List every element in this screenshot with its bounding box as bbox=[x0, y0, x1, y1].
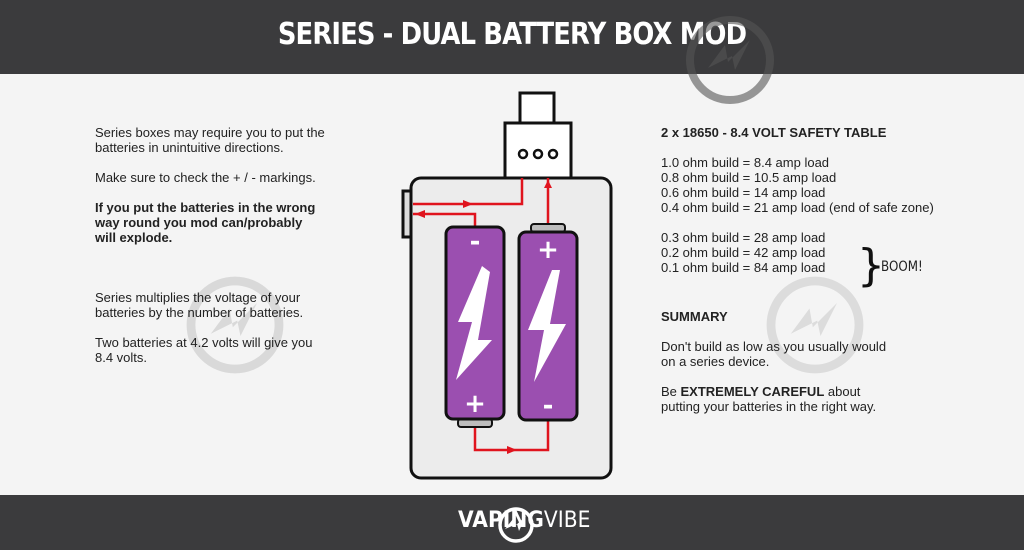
danger-rows: 0.3 ohm build = 28 amp load 0.2 ohm buil… bbox=[661, 230, 961, 275]
boom-label: BOOM! bbox=[881, 259, 923, 275]
page-title: SERIES - DUAL BATTERY BOX MOD bbox=[277, 17, 747, 52]
header-bar: SERIES - DUAL BATTERY BOX MOD bbox=[0, 0, 1024, 104]
wire-arrow-icon bbox=[544, 180, 552, 188]
battery-left-bottom-sign: + bbox=[464, 389, 486, 419]
summary-warning-post: about putting your batteries in the righ… bbox=[661, 384, 877, 414]
wire-arrow-icon bbox=[463, 200, 473, 208]
summary-title: SUMMARY bbox=[661, 309, 728, 324]
watermark-logo-icon bbox=[186, 276, 284, 374]
box-mod-diagram: - + + - bbox=[401, 91, 613, 480]
button-dot-icon bbox=[547, 148, 559, 160]
summary-text: Don't build as low as you usually would … bbox=[661, 339, 887, 369]
button-dot-icon bbox=[517, 148, 529, 160]
lightning-bolt-icon bbox=[528, 270, 566, 382]
battery-right-top-sign: + bbox=[537, 235, 559, 265]
wire-arrow-icon bbox=[415, 210, 425, 218]
connector-pin bbox=[518, 91, 556, 125]
safe-rows: 1.0 ohm build = 8.4 amp load 0.8 ohm bui… bbox=[661, 155, 961, 215]
table-row: 0.3 ohm build = 28 amp load bbox=[661, 230, 826, 245]
button-dot-icon bbox=[532, 148, 544, 160]
table-row: 0.4 ohm build = 21 amp load (end of safe… bbox=[661, 200, 934, 215]
right-text-column: 2 x 18650 - 8.4 VOLT SAFETY TABLE 1.0 oh… bbox=[661, 125, 961, 414]
summary-warning-bold: EXTREMELY CAREFUL bbox=[680, 384, 825, 399]
curly-brace-icon: } bbox=[857, 240, 885, 291]
vapingvibe-logo-icon bbox=[498, 507, 534, 543]
watermark-logo-icon bbox=[686, 16, 774, 104]
battery-left-top-sign: - bbox=[470, 227, 481, 257]
logo-text-vibe: VIBE bbox=[543, 508, 591, 533]
wire-arrow-icon bbox=[507, 446, 517, 454]
table-row: 0.8 ohm build = 10.5 amp load bbox=[661, 170, 837, 185]
mod-body bbox=[409, 176, 613, 480]
table-row: 0.2 ohm build = 42 amp load bbox=[661, 245, 826, 260]
series-wiring bbox=[413, 178, 550, 452]
markings-text: Make sure to check the + / - markings. bbox=[95, 170, 316, 185]
table-row: 0.6 ohm build = 14 amp load bbox=[661, 185, 826, 200]
example-text: Two batteries at 4.2 volts will give you… bbox=[95, 335, 313, 365]
logo-text-vaping: VAPING bbox=[458, 508, 544, 533]
lightning-bolt-icon bbox=[456, 266, 492, 380]
table-row: 0.1 ohm build = 84 amp load bbox=[661, 260, 826, 275]
watermark-logo-icon bbox=[766, 276, 864, 374]
summary-warning: Be EXTREMELY CAREFUL about putting your … bbox=[661, 384, 891, 414]
footer-logo-text: VAPINGVIBE bbox=[458, 508, 590, 533]
intro-text: Series boxes may require you to put the … bbox=[95, 125, 325, 155]
table-row: 1.0 ohm build = 8.4 amp load bbox=[661, 155, 830, 170]
voltage-text: Series multiplies the voltage of your ba… bbox=[95, 290, 304, 320]
summary-warning-pre: Be bbox=[661, 384, 681, 399]
left-text-column: Series boxes may require you to put the … bbox=[95, 125, 325, 365]
warning-text: If you put the batteries in the wrong wa… bbox=[95, 200, 316, 245]
battery-right-bottom-sign: - bbox=[543, 391, 554, 421]
safety-table-title: 2 x 18650 - 8.4 VOLT SAFETY TABLE bbox=[661, 125, 887, 140]
